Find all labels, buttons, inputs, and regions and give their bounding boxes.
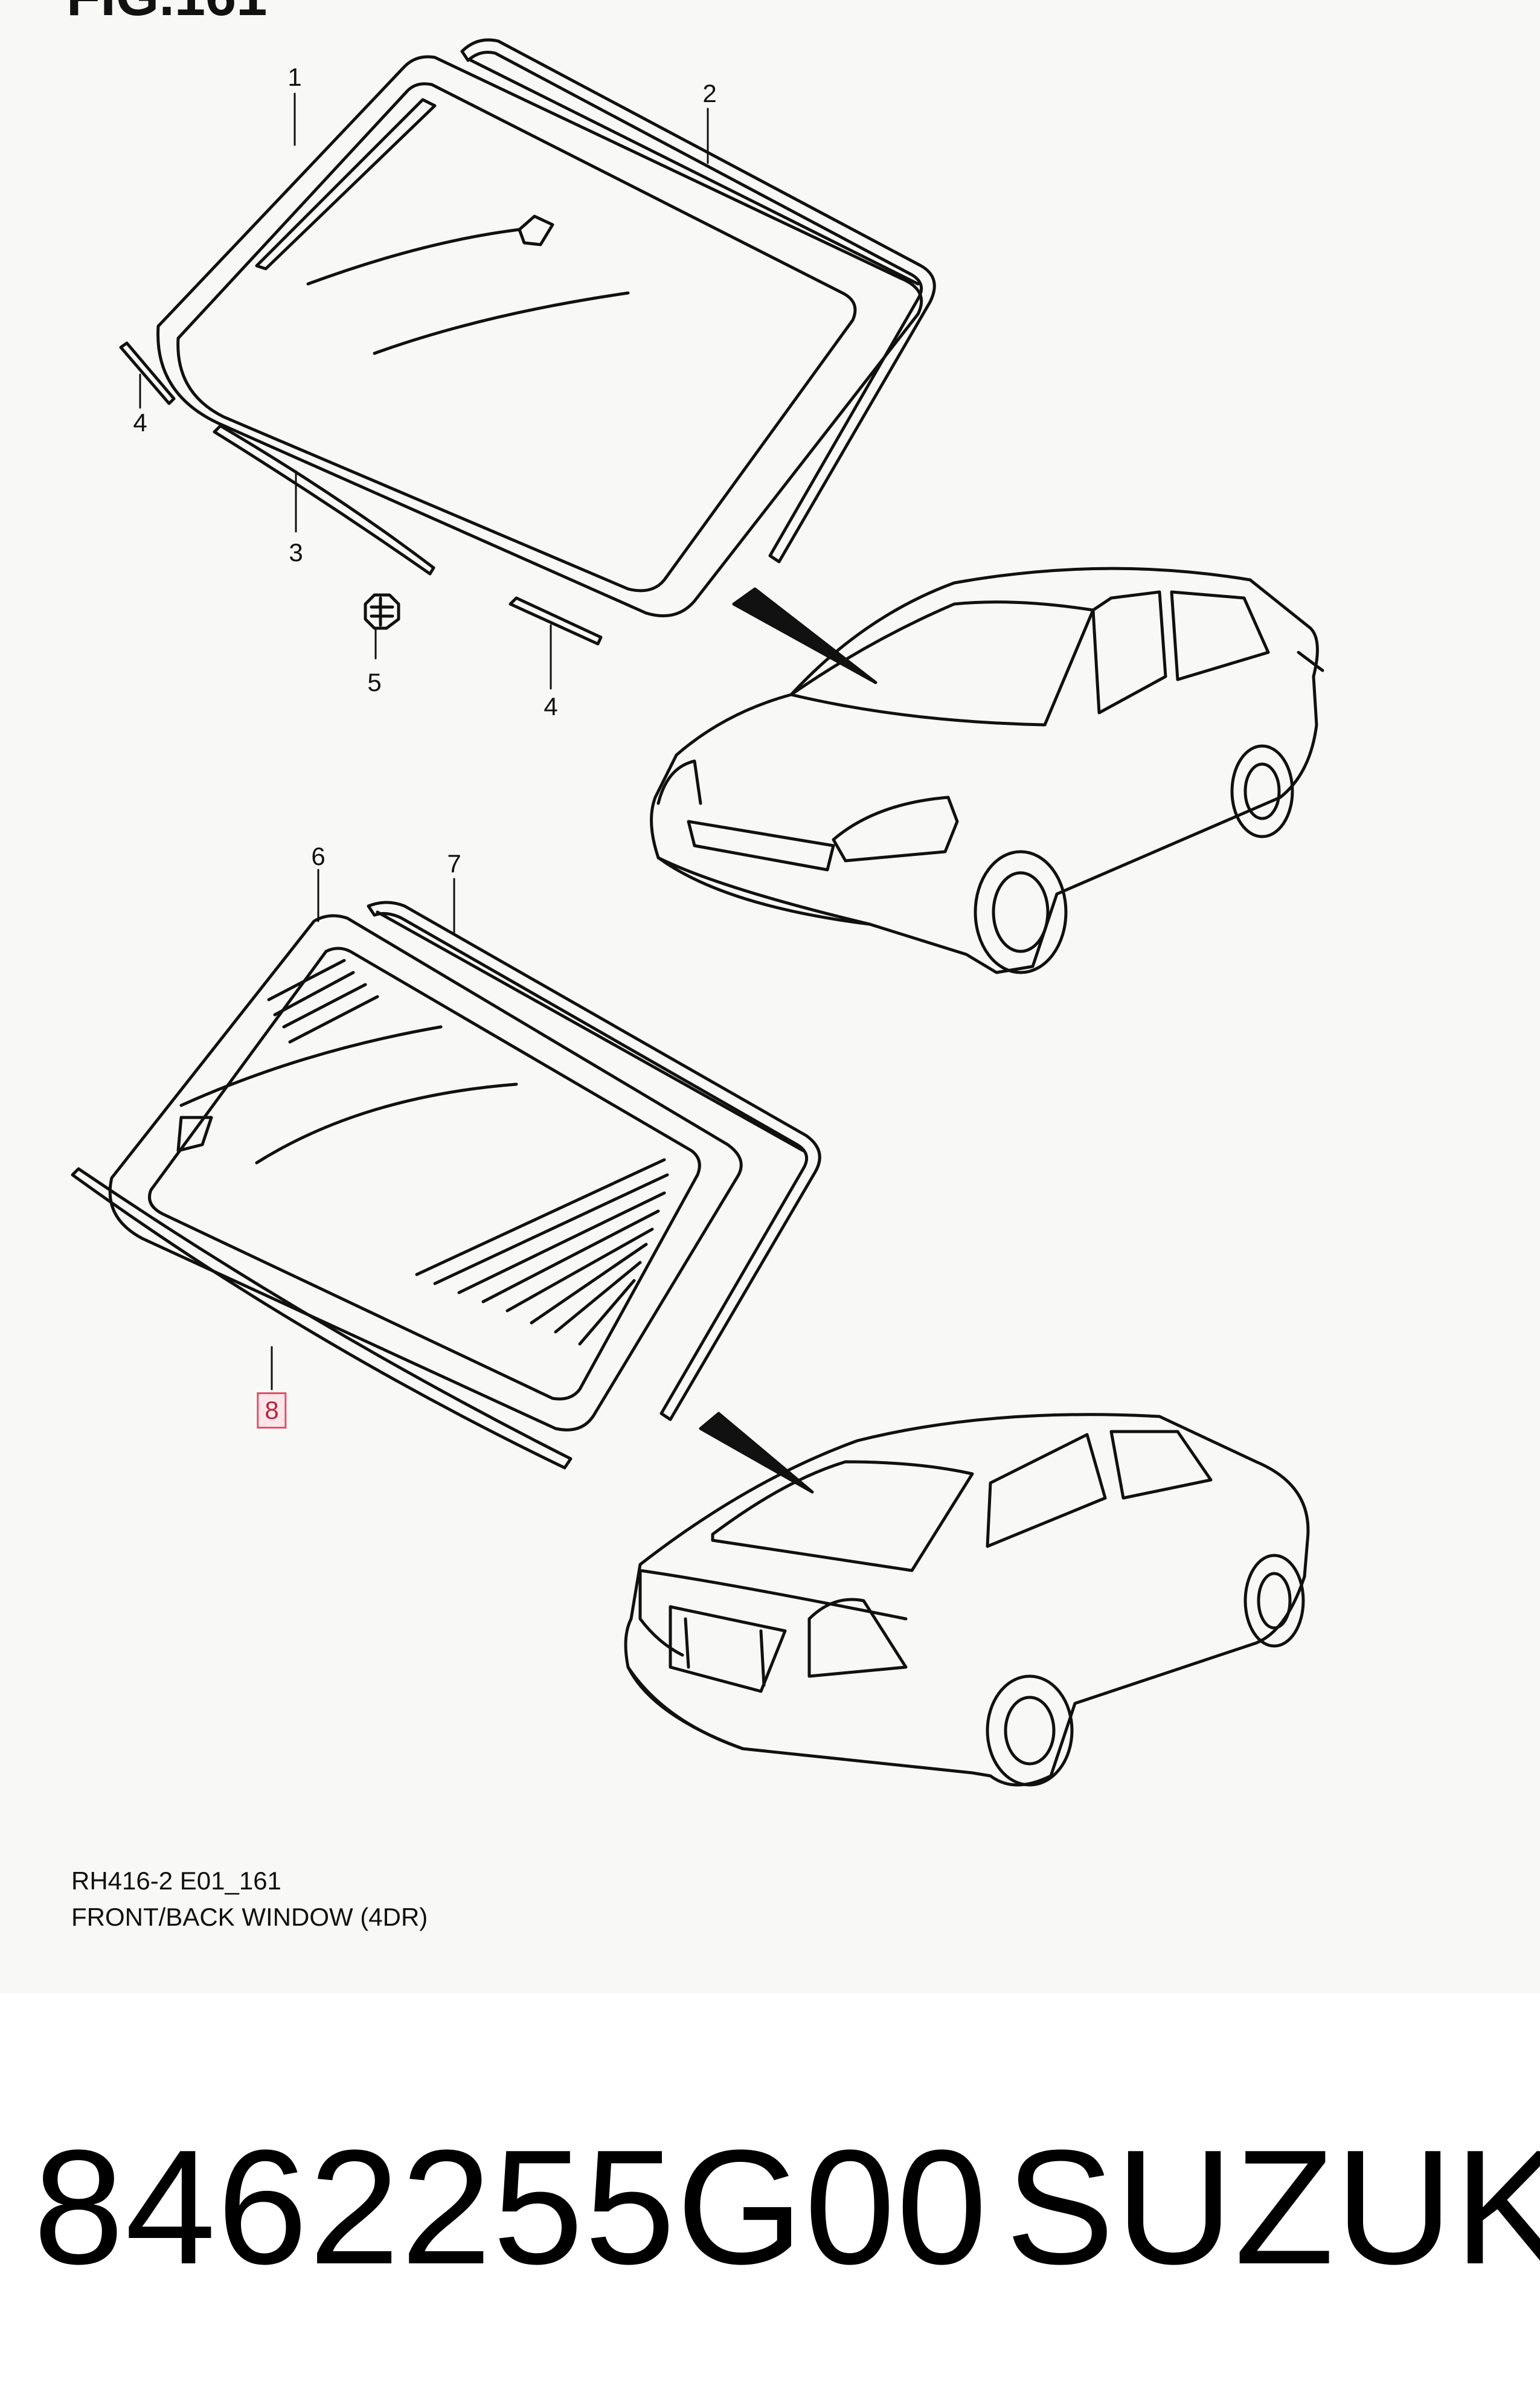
clip-fastener (364, 593, 400, 630)
front-side-moulding-left (119, 341, 176, 405)
callout-6: 6 (311, 842, 326, 870)
part-number: 8462255G00 (33, 2117, 989, 2298)
figure-header: FIG.161 (66, 0, 267, 28)
front-side-moulding-right (509, 596, 603, 646)
callout-1: 1 (287, 63, 302, 91)
diagram-title: FRONT/BACK WINDOW (4DR) (71, 1903, 428, 1931)
callout-8-highlighted[interactable]: 8 (257, 1392, 287, 1429)
rear-upper-moulding (367, 901, 821, 1421)
callout-4-left: 4 (133, 408, 147, 437)
callout-7: 7 (447, 849, 461, 878)
brand-name: SUZUKI (1006, 2117, 1540, 2298)
callout-4-right: 4 (544, 692, 558, 721)
callout-5: 5 (367, 668, 382, 696)
callout-2: 2 (702, 79, 717, 108)
front-pointer-arrow (732, 587, 877, 684)
diagram-code: RH416-2 E01_161 (71, 1866, 281, 1895)
front-car-illustration (650, 567, 1324, 974)
rear-pointer-arrow (699, 1412, 814, 1494)
diagram-drawing (71, 38, 1324, 1787)
rear-window-glass (108, 914, 743, 1432)
front-windshield-glass (156, 55, 923, 617)
rear-car-illustration (624, 1413, 1310, 1787)
callout-3: 3 (289, 538, 303, 567)
front-lower-moulding (213, 424, 435, 576)
leader-lines-rear (271, 869, 455, 1391)
front-upper-moulding (460, 38, 936, 564)
parts-diagram: FIG.161 (66, 0, 1324, 1931)
rear-lower-moulding (71, 1167, 573, 1470)
leader-lines-front (139, 92, 709, 690)
